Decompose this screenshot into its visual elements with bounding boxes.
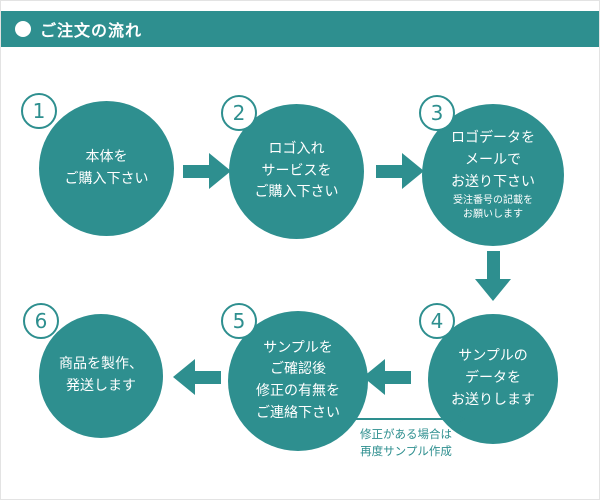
step-1-text: ご購入下さい <box>64 170 149 187</box>
header-bar: ご注文の流れ <box>1 11 599 47</box>
step-number-badge-1: 1 <box>21 93 57 129</box>
step-3-note: 受注番号の記載を <box>453 194 533 206</box>
arrow-shaft <box>183 164 209 178</box>
step-number-label: 6 <box>34 309 48 333</box>
step-3-text: メールで <box>465 152 521 169</box>
loop-arrow-head <box>458 415 465 423</box>
step-2-text: ご購入下さい <box>254 184 339 201</box>
step-number-label: 3 <box>430 101 444 125</box>
step-6-text: 発送します <box>66 378 136 394</box>
step-number-badge-5: 5 <box>221 303 257 339</box>
step-number-badge-6: 6 <box>23 303 59 339</box>
arrow-left-icon <box>173 359 221 395</box>
step-5-text: ご確認後 <box>270 361 326 378</box>
step-number-label: 2 <box>232 101 246 125</box>
loop-note: 修正がある場合は 再度サンプル作成 <box>347 415 465 459</box>
arrow-head <box>475 279 511 301</box>
step-4-text: お送りします <box>451 391 535 408</box>
step-circle-2: ロゴ入れ サービスを ご購入下さい <box>229 104 364 239</box>
step-5-text: 修正の有無を <box>256 383 340 399</box>
step-3-text: ロゴデータを <box>451 130 535 147</box>
step-6-text: 商品を製作、 <box>59 356 143 373</box>
arrow-right-icon <box>183 153 231 189</box>
step-circle-1: 本体を ご購入下さい <box>39 101 174 236</box>
step-number-label: 5 <box>232 309 246 333</box>
step-5-text: サンプルを <box>263 339 333 356</box>
loop-note-text: 修正がある場合は <box>360 427 452 441</box>
step-circle-6: 商品を製作、 発送します <box>39 314 163 438</box>
bullet-icon <box>15 21 31 37</box>
arrow-head <box>173 359 195 395</box>
arrow-left-icon <box>363 359 411 395</box>
step-circle-3: ロゴデータを メールで お送り下さい 受注番号の記載を お願いします <box>422 104 564 246</box>
arrow-head <box>209 153 231 189</box>
step-number-label: 1 <box>32 99 46 123</box>
arrow-shaft <box>195 370 221 384</box>
step-1-text: 本体を <box>85 148 128 165</box>
step-2-text: ロゴ入れ <box>268 140 325 157</box>
loop-line <box>347 418 458 420</box>
step-number-label: 4 <box>430 309 444 333</box>
step-4-text: データを <box>465 370 521 387</box>
step-3-note: お願いします <box>463 208 523 220</box>
arrow-head <box>402 153 424 189</box>
arrow-head <box>363 359 385 395</box>
step-3-text: お送り下さい <box>451 173 535 190</box>
arrow-shaft <box>486 251 500 279</box>
step-circle-4: サンプルの データを お送りします <box>428 314 558 444</box>
arrow-shaft <box>385 370 411 384</box>
step-number-badge-2: 2 <box>221 95 257 131</box>
arrow-down-icon <box>475 251 511 301</box>
loop-note-text: 再度サンプル作成 <box>360 443 452 458</box>
step-number-badge-3: 3 <box>419 95 455 131</box>
step-4-text: サンプルの <box>458 348 528 365</box>
step-2-text: サービスを <box>261 162 332 179</box>
arrow-shaft <box>376 164 402 178</box>
step-5-text: ご連絡下さい <box>256 404 340 421</box>
step-number-badge-4: 4 <box>419 303 455 339</box>
arrow-right-icon <box>376 153 424 189</box>
page-title: ご注文の流れ <box>40 21 143 40</box>
loop-arrow-icon <box>347 415 465 423</box>
step-circle-5: サンプルを ご確認後 修正の有無を ご連絡下さい <box>228 311 368 451</box>
